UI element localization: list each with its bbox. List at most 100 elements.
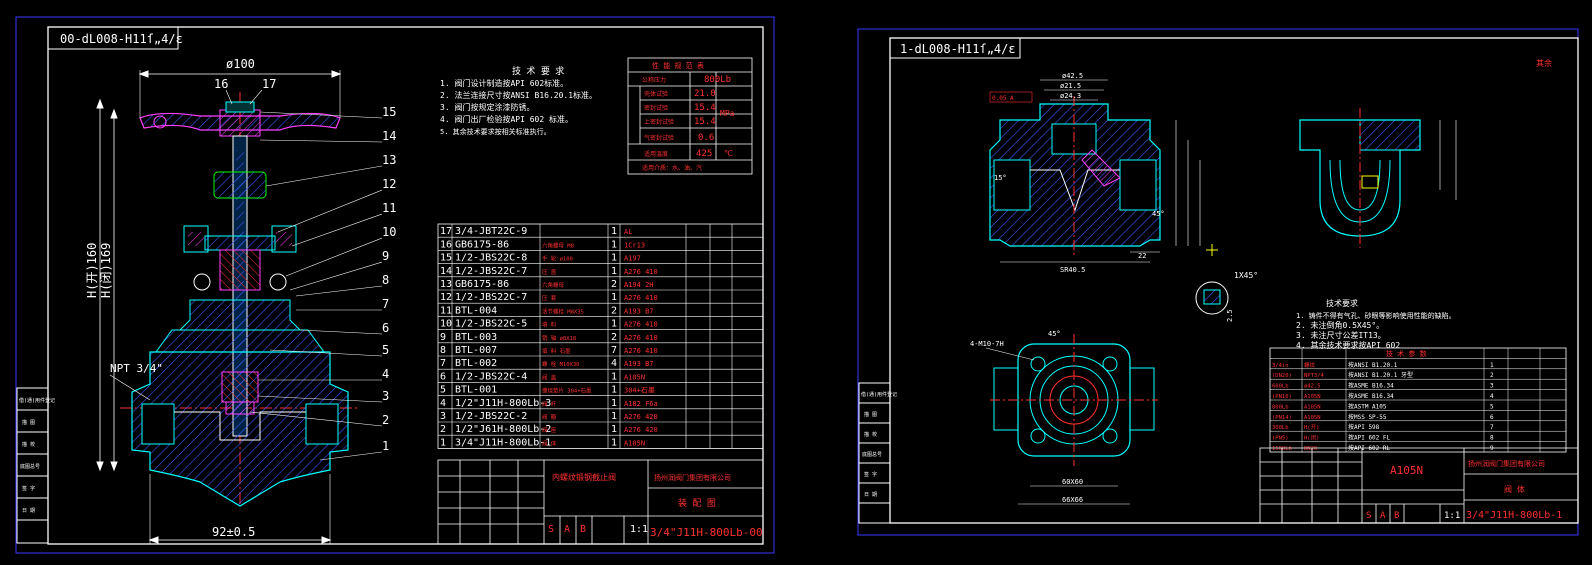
sheet2-left-label: 签 字 <box>864 471 877 478</box>
sheet2-material: A105N <box>1390 464 1423 477</box>
sheet2-tech-note: 4. 其余技术要求按API 602 <box>1296 340 1400 350</box>
eyebolt-pin-left <box>193 273 211 291</box>
bom-material: A276 420 <box>624 426 658 434</box>
balloon-label: 14 <box>382 129 396 143</box>
sheet1-title-block <box>437 459 764 545</box>
valve-assembly-view <box>120 92 360 507</box>
dim-npt: NPT 3/4" <box>110 362 163 375</box>
bom-name: 压 套 <box>542 294 557 302</box>
bom-no: 7 <box>440 358 446 369</box>
bom-name: 活节螺栓 M8X35 <box>542 307 584 315</box>
dim-tolerance-frame: 0.05 A <box>992 95 1014 102</box>
dim-angle-2: 45° <box>1152 210 1165 218</box>
sheet1-rotated-code: 00-dL008-H11ſ„4/ɛ <box>60 32 183 46</box>
bolt-hole <box>1102 356 1118 372</box>
perf-label: 适用温度 <box>644 150 668 158</box>
spec-cell: A105N <box>1304 394 1321 400</box>
perf-label: 气密封试验 <box>644 134 674 142</box>
bom-code: BTL-003 <box>455 332 497 343</box>
sheet1-left-label: 借(通)用件登记 <box>19 397 55 404</box>
top-nut <box>225 101 255 113</box>
bom-code: 3/4"J11H-800Lb-1 <box>455 437 551 448</box>
dim-height-open: H(开)160 <box>85 243 99 298</box>
bolt-hole <box>1030 356 1046 372</box>
spec-cell: NPT3/4 <box>1304 373 1325 379</box>
dim-top-diameter: ø100 <box>226 57 255 71</box>
bom-name: 填 料 <box>542 321 557 329</box>
balloon-label: 11 <box>382 201 396 215</box>
sheet2-left-label: 日 期 <box>864 492 877 498</box>
bom-no: 14 <box>440 266 452 277</box>
performance-table <box>627 57 753 175</box>
bom-material: A193 B7 <box>624 360 654 368</box>
sheet2-left-register <box>858 382 891 524</box>
sheet1-drawing-type: 装 配 图 <box>678 497 716 509</box>
bom-material: AL <box>624 228 632 236</box>
body-detail-view <box>1195 244 1229 315</box>
bom-name: 阀 瓣 <box>542 413 557 421</box>
perf-value: 425 <box>696 149 712 159</box>
bom-qty: 1 <box>611 424 617 435</box>
spec-cell: 3/4in <box>1272 363 1289 369</box>
bom-material: A276 410 <box>624 268 658 276</box>
bom-qty: 1 <box>611 371 617 382</box>
bom-qty: 2 <box>611 279 617 290</box>
disc <box>221 371 259 403</box>
spec-cell: DN20 <box>1304 446 1317 452</box>
bom-code: 1/2-JBS22C-5 <box>455 319 527 330</box>
handwheel-hub <box>219 109 261 137</box>
bom-qty: 1 <box>611 385 617 396</box>
dim-d3: ø24.3 <box>1060 92 1081 100</box>
dim-angle: 15° <box>994 174 1007 182</box>
balloon-label: 13 <box>382 153 396 167</box>
bom-qty: 1 <box>611 239 617 250</box>
bom-code: GB6175-86 <box>455 279 509 290</box>
assembly-dimensions <box>96 70 342 544</box>
balloon-label: 8 <box>382 273 389 287</box>
balloon-label: 6 <box>382 321 389 335</box>
dim-square-2: 66X66 <box>1062 496 1083 504</box>
sheet2-title-stamp: 3/4"J11H-800Lb-1 <box>1466 510 1562 521</box>
balloon-label: 4 <box>382 367 389 381</box>
bom-name: 螺 栓 M10X30 <box>542 360 580 368</box>
bom-qty: 2 <box>611 332 617 343</box>
spec-cell: 5 <box>1490 403 1494 410</box>
bom-code: BTL-001 <box>455 385 497 396</box>
stage-mark: B <box>1394 511 1399 521</box>
bom-material: A276 420 <box>624 413 658 421</box>
outlet-port <box>305 403 339 445</box>
sheet2-scale: 1:1 <box>1444 511 1460 521</box>
balloon-label: 2 <box>382 413 389 427</box>
handwheel-bolt-circle <box>153 115 167 129</box>
bom-code: 1/2-JBS22C-4 <box>455 371 527 382</box>
bom-material: A194 2H <box>624 281 654 289</box>
perf-unit: MPa <box>720 109 735 118</box>
bom-name: 阀 体 <box>542 439 557 447</box>
bom-no: 9 <box>440 332 446 343</box>
balloon-label-top: 17 <box>262 77 276 91</box>
bom-code: BTL-007 <box>455 345 497 356</box>
perf-value: 800Lb <box>704 75 731 85</box>
sheet2-tech-note: 3. 未注尺寸公差IT13。 <box>1296 330 1386 340</box>
stage-mark: A <box>564 524 570 535</box>
bom-no: 2 <box>440 424 446 435</box>
spec-cell: 按ASME B16.34 <box>1348 382 1394 390</box>
bom-code: 3/4-JBT22C-9 <box>455 226 527 237</box>
sheet1-left-label: 描 校 <box>22 441 35 448</box>
bom-material: A276 410 <box>624 334 658 342</box>
bom-no: 8 <box>440 345 446 356</box>
bom-material: A182 F6a <box>624 400 658 408</box>
tech-requirements-title: 技 术 要 求 <box>512 65 564 77</box>
sheet2-drawing-type: 阀 体 <box>1504 484 1525 494</box>
spec-cell: 按ANSI B1.20.1 牙型 <box>1348 371 1413 379</box>
bom-name: 六角螺母 <box>542 281 565 289</box>
sheet2-title-block <box>1259 447 1579 524</box>
bom-qty: 1 <box>611 398 617 409</box>
sheet1-part-name: 内螺纹锻钢截止阀 <box>552 472 616 482</box>
spec-cell: 按ANSI B1.20.1 <box>1348 361 1398 369</box>
perf-label: 公称压力 <box>642 76 666 84</box>
bom-no: 5 <box>440 385 446 396</box>
bom-qty: 1 <box>611 437 617 448</box>
